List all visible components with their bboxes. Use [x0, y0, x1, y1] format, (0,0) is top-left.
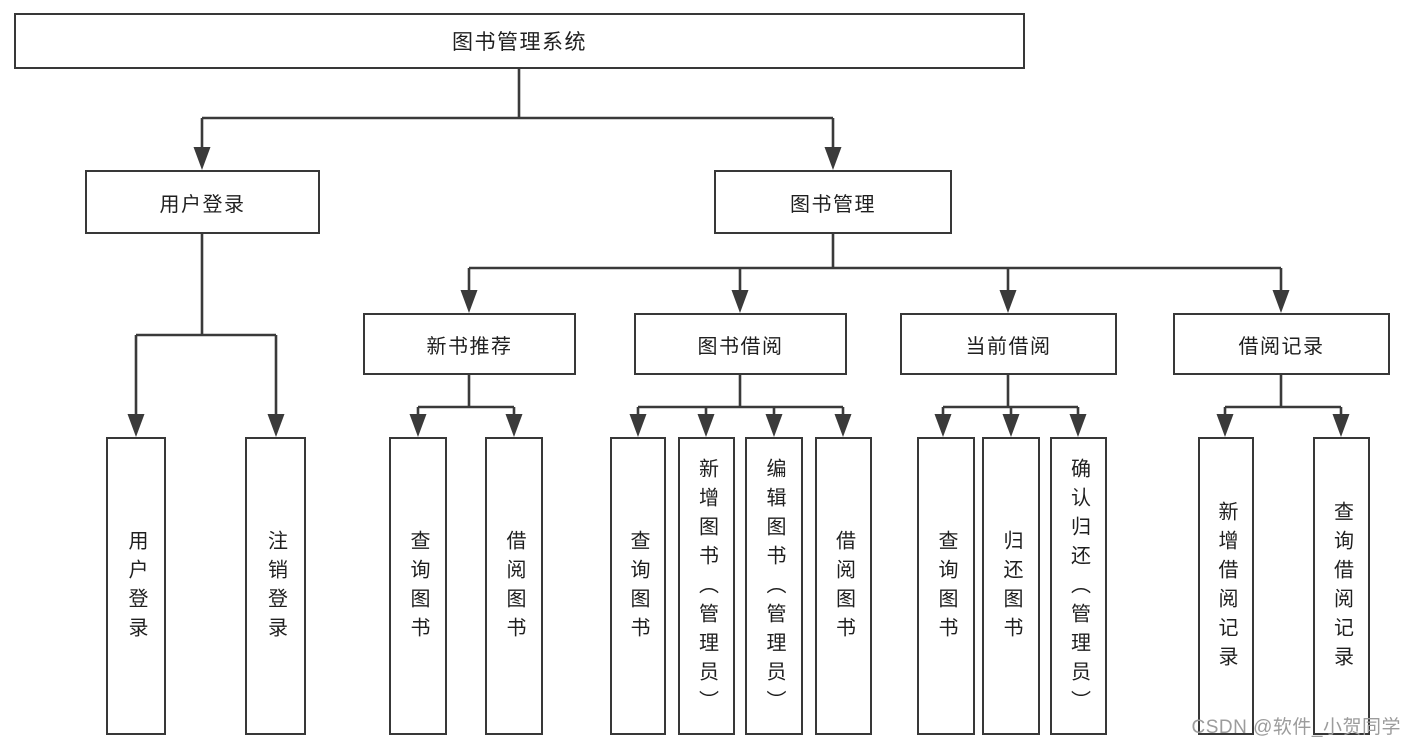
node-borrowing-records: 借阅记录	[1173, 313, 1390, 375]
node-user-login: 用户登录	[85, 170, 320, 234]
leaf-query-borrow-record: 查询借阅记录	[1313, 437, 1370, 735]
leaf-borrowing-query-books: 查询图书	[610, 437, 666, 735]
leaf-add-borrow-record: 新增借阅记录	[1198, 437, 1254, 735]
leaf-current-query-books: 查询图书	[917, 437, 975, 735]
leaf-add-books-admin: 新增图书（管理员）	[678, 437, 735, 735]
leaf-recommend-query-books: 查询图书	[389, 437, 447, 735]
leaf-return-books: 归还图书	[982, 437, 1040, 735]
csdn-watermark: CSDN @软件_小贺同学	[1191, 717, 1401, 738]
leaf-borrow-books: 借阅图书	[815, 437, 872, 735]
node-book-borrowing: 图书借阅	[634, 313, 847, 375]
node-new-book-recommend: 新书推荐	[363, 313, 576, 375]
leaf-logout: 注销登录	[245, 437, 306, 735]
node-current-borrowing: 当前借阅	[900, 313, 1117, 375]
leaf-user-login: 用户登录	[106, 437, 166, 735]
node-book-management: 图书管理	[714, 170, 952, 234]
leaf-confirm-return-admin: 确认归还（管理员）	[1050, 437, 1107, 735]
leaf-recommend-borrow-books: 借阅图书	[485, 437, 543, 735]
leaf-edit-books-admin: 编辑图书（管理员）	[745, 437, 803, 735]
node-library-management-system: 图书管理系统	[14, 13, 1025, 69]
